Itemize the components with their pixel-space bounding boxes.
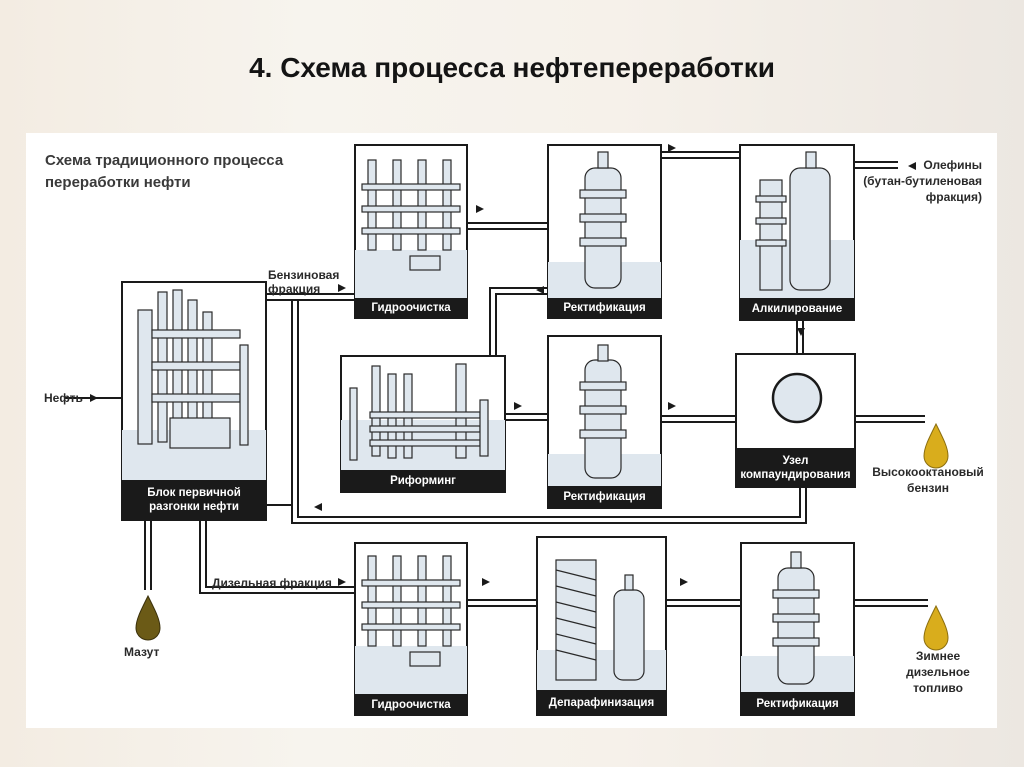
unit-rectification-bottom xyxy=(740,542,855,716)
unit-rectification-mid xyxy=(547,335,662,509)
arrow-right-icon xyxy=(514,402,522,410)
unit-primary-distillation xyxy=(121,281,267,521)
arrow-left-icon xyxy=(314,503,322,511)
arrow-right-icon xyxy=(668,402,676,410)
oil-drop-icon xyxy=(135,594,161,641)
unit-label-rect-mid: Ректификация xyxy=(563,491,646,503)
arrow-right-icon xyxy=(90,394,98,402)
unit-label-rect-top: Ректификация xyxy=(563,302,646,314)
unit-blending-node xyxy=(735,353,856,488)
flow-arrows xyxy=(90,144,916,586)
unit-label-alkylation: Алкилирование xyxy=(751,303,843,315)
stream-label-gasoline-fraction: Бензиновая фракция xyxy=(268,268,340,296)
stream-label-oil: Нефть xyxy=(44,391,83,405)
slide-title: 4. Схема процесса нефтепереработки xyxy=(249,52,775,83)
pipes xyxy=(64,151,928,607)
arrow-right-icon xyxy=(482,578,490,586)
arrow-left-icon xyxy=(908,162,916,170)
unit-alkylation xyxy=(739,144,855,321)
unit-hydrotreating-top xyxy=(354,144,468,319)
arrow-right-icon xyxy=(476,205,484,213)
arrow-right-icon xyxy=(338,284,346,292)
arrow-down-icon xyxy=(797,328,805,336)
unit-label-rect-bottom: Ректификация xyxy=(756,697,839,710)
stream-label-diesel-fraction: Дизельная фракция xyxy=(212,576,332,590)
stream-label-high-octane-gasoline: Высокооктановый бензин xyxy=(872,465,984,495)
stream-label-winter-diesel: Зимнее дизельное топливо xyxy=(906,649,970,695)
oil-drop-icon xyxy=(923,422,949,469)
unit-rectification-top xyxy=(547,144,662,319)
unit-label-hydro-top: Гидроочистка xyxy=(371,302,451,314)
unit-reforming xyxy=(340,355,506,493)
arrow-right-icon xyxy=(680,578,688,586)
unit-label-reforming: Риформинг xyxy=(390,475,456,487)
unit-dewaxing xyxy=(536,536,667,716)
arrow-right-icon xyxy=(668,144,676,152)
oil-drop-icon xyxy=(923,604,949,651)
stream-label-fuel-oil: Мазут xyxy=(124,645,160,659)
unit-label-hydro-bottom: Гидроочистка xyxy=(371,698,451,711)
stream-label-olefins: Олефины (бутан-бутиленовая фракция) xyxy=(863,158,982,204)
arrow-right-icon xyxy=(338,578,346,586)
diagram-heading: Схема традиционного процесса переработки… xyxy=(45,152,284,191)
unit-label-dewaxing: Депарафинизация xyxy=(548,696,655,709)
unit-hydrotreating-bottom xyxy=(354,542,468,716)
arrow-left-icon xyxy=(536,286,544,294)
unit-label-primary: Блок первичной разгонки нефти xyxy=(147,487,241,513)
unit-label-blending: Узел компаундирования xyxy=(740,454,851,481)
